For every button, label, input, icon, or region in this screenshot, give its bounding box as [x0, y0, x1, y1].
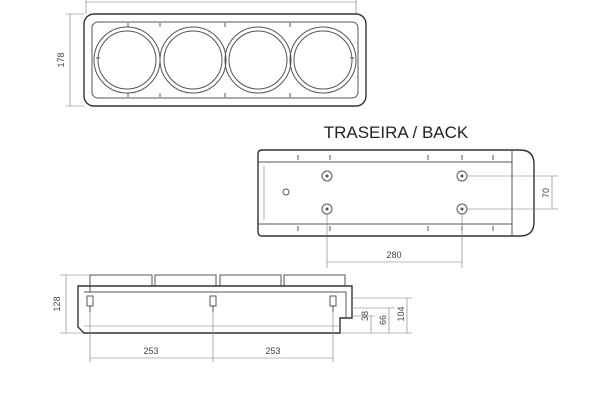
side-dim-104: 104: [396, 306, 406, 321]
front-housing-outline: [83, 13, 367, 107]
vent-hole: [282, 188, 290, 196]
mounting-stud: [329, 295, 337, 312]
back-housing-outline: [257, 149, 535, 237]
lamp-ring-1: [93, 26, 161, 94]
side-dim-38: 38: [360, 311, 370, 321]
side-dim-66: 66: [378, 315, 388, 325]
back-view-title: TRASEIRA / BACK: [324, 123, 469, 142]
mounting-hole: [321, 170, 333, 182]
mounting-hole: [456, 203, 468, 215]
mounting-stud: [209, 295, 217, 312]
side-right-dim: 253: [265, 346, 280, 356]
side-left-dim: 253: [143, 346, 158, 356]
back-view: TRASEIRA / BACK: [257, 123, 558, 268]
front-view: 178: [56, 0, 367, 107]
lamp-ring-2: [159, 26, 227, 94]
back-width-dim: 280: [386, 250, 401, 260]
lamp-ring-4: [289, 26, 357, 94]
mounting-hole: [321, 203, 333, 215]
lamp-ring-3: [224, 26, 292, 94]
front-height-dim: 178: [56, 52, 66, 67]
side-view: 128 253 253 38 66 104: [52, 274, 412, 362]
side-height-dim: 128: [52, 296, 62, 311]
back-height-dim: 70: [541, 188, 551, 198]
mounting-hole: [456, 170, 468, 182]
mounting-stud: [86, 295, 94, 312]
side-housing-outline: [77, 285, 353, 334]
